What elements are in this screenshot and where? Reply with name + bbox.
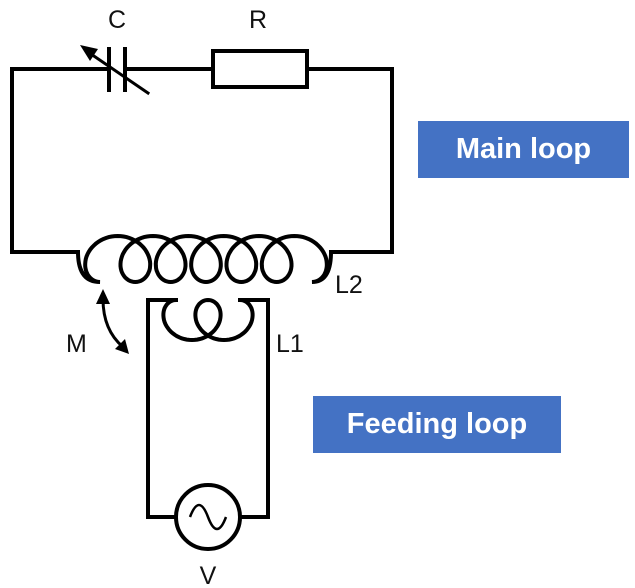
capacitor-label: C bbox=[108, 6, 126, 34]
variable-capacitor bbox=[80, 45, 151, 96]
feeding-loop-wire bbox=[146, 298, 270, 519]
feed-coil-label: L1 bbox=[276, 330, 304, 358]
resistor-label: R bbox=[249, 6, 267, 34]
main-coil-l2 bbox=[76, 233, 333, 285]
feed-coil-l1 bbox=[161, 297, 255, 343]
main-coil-label: L2 bbox=[335, 271, 363, 299]
mutual-label: M bbox=[66, 330, 87, 358]
source-label: V bbox=[200, 562, 217, 588]
main-loop-wire bbox=[10, 67, 394, 254]
feeding-loop-label: Feeding loop bbox=[313, 396, 561, 453]
main-loop-label: Main loop bbox=[418, 121, 629, 178]
ac-sine-icon bbox=[174, 483, 242, 551]
mutual-arrow-icon bbox=[96, 289, 129, 354]
resistor bbox=[211, 49, 309, 89]
